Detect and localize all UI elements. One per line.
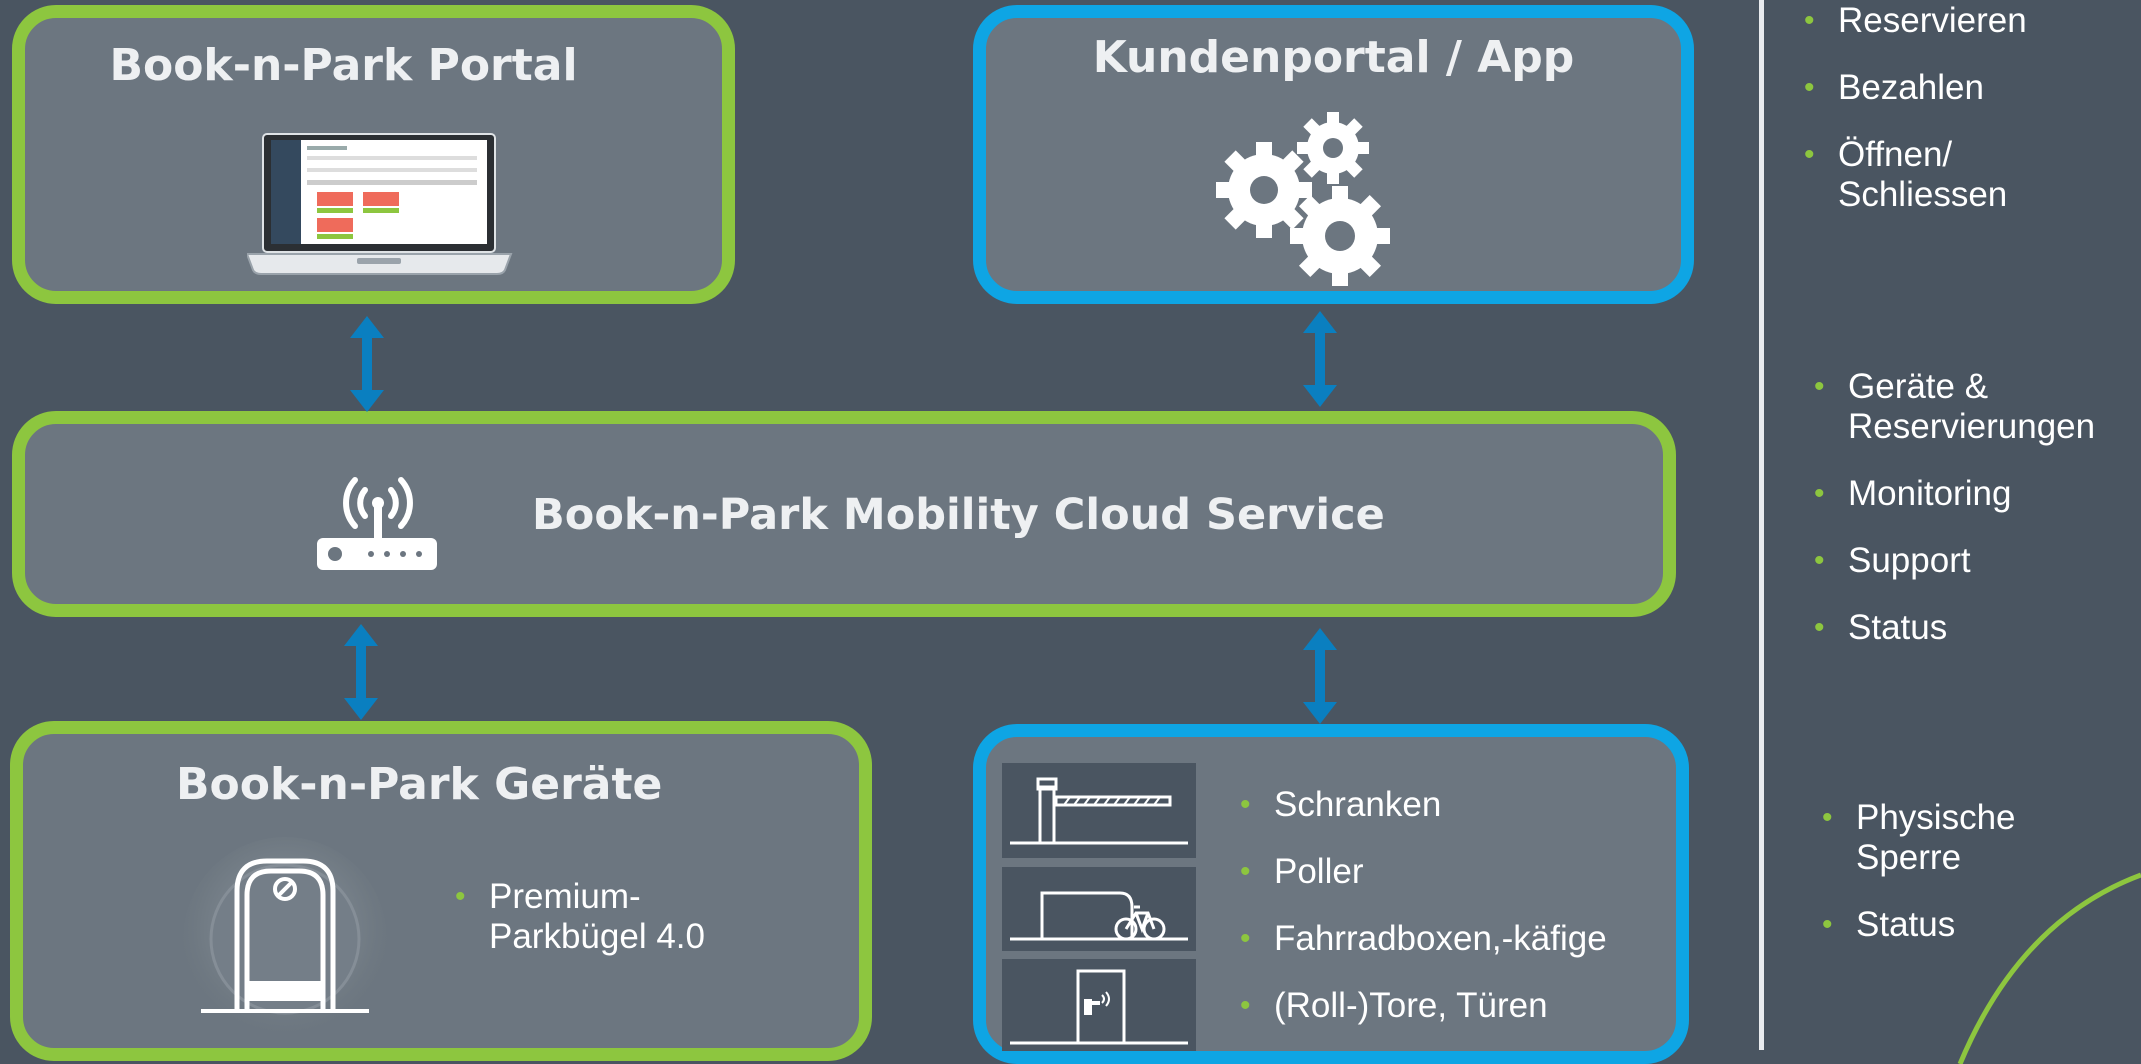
kundenportal-box: Kundenportal / App	[973, 5, 1694, 304]
cloud-service-box: Book-n-Park Mobility Cloud Service	[12, 411, 1676, 617]
list-item: Monitoring	[1812, 474, 2095, 514]
geraete-list: Premium- Parkbügel 4.0	[453, 877, 705, 957]
door-icon	[1002, 959, 1196, 1051]
list-item: Status	[1820, 905, 2016, 945]
list-item: Support	[1812, 541, 2095, 581]
portal-cloud-arrow	[350, 316, 384, 412]
list-item: Physische Sperre	[1820, 798, 2016, 878]
sidebar-group-3: Physische Sperre Status	[1820, 798, 2016, 945]
portal-title: Book-n-Park Portal	[109, 40, 578, 91]
geraete-box: Book-n-Park Geräte Premium- Parkbügel	[10, 721, 872, 1061]
list-item: (Roll-)Tore, Türen	[1238, 986, 1607, 1026]
list-item: Fahrradboxen,-käfige	[1238, 919, 1607, 959]
cloud-geraete-arrow	[344, 624, 378, 720]
list-item: Geräte & Reservierungen	[1812, 367, 2095, 447]
devices-list: Schranken Poller Fahrradboxen,-käfige (R…	[1238, 785, 1607, 1026]
vertical-divider	[1759, 0, 1764, 1050]
list-item: Schranken	[1238, 785, 1607, 825]
geraete-title: Book-n-Park Geräte	[176, 759, 663, 810]
cloud-devices-arrow	[1303, 628, 1337, 724]
list-item: Öffnen/ Schliessen	[1802, 135, 2027, 215]
list-item: Bezahlen	[1802, 68, 2027, 108]
list-item: Poller	[1238, 852, 1607, 892]
devices-box: Schranken Poller Fahrradboxen,-käfige (R…	[973, 724, 1689, 1064]
list-item: Reservieren	[1802, 1, 2027, 41]
barrier-gate-icon	[1002, 763, 1196, 858]
parking-barrier-icon	[173, 829, 393, 1039]
sidebar-group-2: Geräte & Reservierungen Monitoring Suppo…	[1812, 367, 2095, 648]
portal-box: Book-n-Park Portal	[12, 5, 735, 304]
bike-box-icon	[1002, 867, 1196, 951]
list-item: Status	[1812, 608, 2095, 648]
gears-icon	[1212, 108, 1412, 288]
laptop-icon	[247, 130, 517, 275]
kundenportal-title: Kundenportal / App	[1092, 32, 1575, 83]
decorative-arc	[1920, 860, 2141, 1064]
sidebar-group-1: Reservieren Bezahlen Öffnen/ Schliessen	[1802, 1, 2027, 215]
list-item: Premium- Parkbügel 4.0	[453, 877, 705, 957]
router-icon	[313, 468, 443, 578]
cloud-service-title: Book-n-Park Mobility Cloud Service	[532, 490, 1385, 540]
kundenportal-cloud-arrow	[1303, 311, 1337, 407]
